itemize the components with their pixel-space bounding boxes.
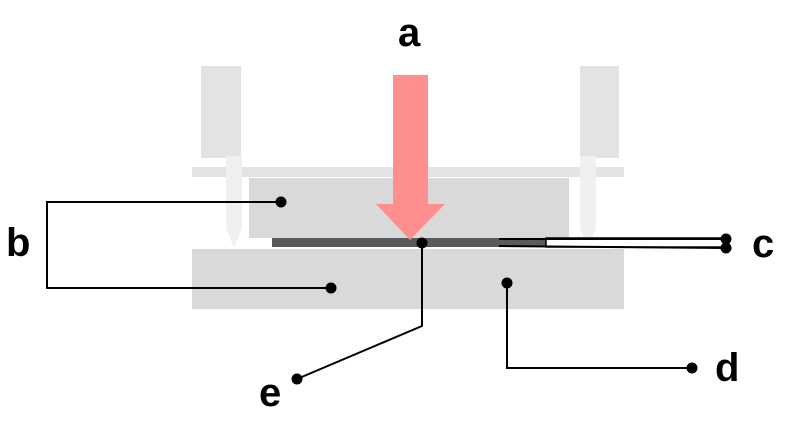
dot-e-end — [291, 373, 303, 385]
leader-line-e — [296, 243, 423, 380]
leader-line-c-lower — [498, 245, 727, 249]
force-arrow-head — [376, 204, 445, 240]
lower-block — [192, 249, 624, 309]
dot-d-end — [686, 362, 698, 374]
dot-d-block — [501, 277, 513, 289]
left-guide-rod — [201, 66, 241, 158]
leader-line-b — [46, 201, 331, 289]
left-guide-pin — [226, 156, 242, 230]
dark-plate — [272, 238, 546, 247]
dot-e-plate — [416, 237, 428, 249]
label-b: b — [6, 221, 30, 265]
right-guide-rod — [580, 66, 619, 158]
label-e: e — [259, 371, 281, 415]
leader-line-d — [506, 283, 692, 369]
dot-c-lower — [720, 242, 732, 254]
dot-b-lower — [325, 282, 337, 294]
left-guide-pin-tip — [226, 228, 242, 248]
force-arrow-shaft — [393, 75, 428, 205]
right-guide-pin — [580, 156, 596, 230]
dot-c-upper — [720, 233, 732, 245]
dot-b-upper — [275, 196, 287, 208]
label-c: c — [752, 222, 774, 266]
label-d: d — [715, 346, 739, 390]
label-a: a — [398, 11, 421, 55]
